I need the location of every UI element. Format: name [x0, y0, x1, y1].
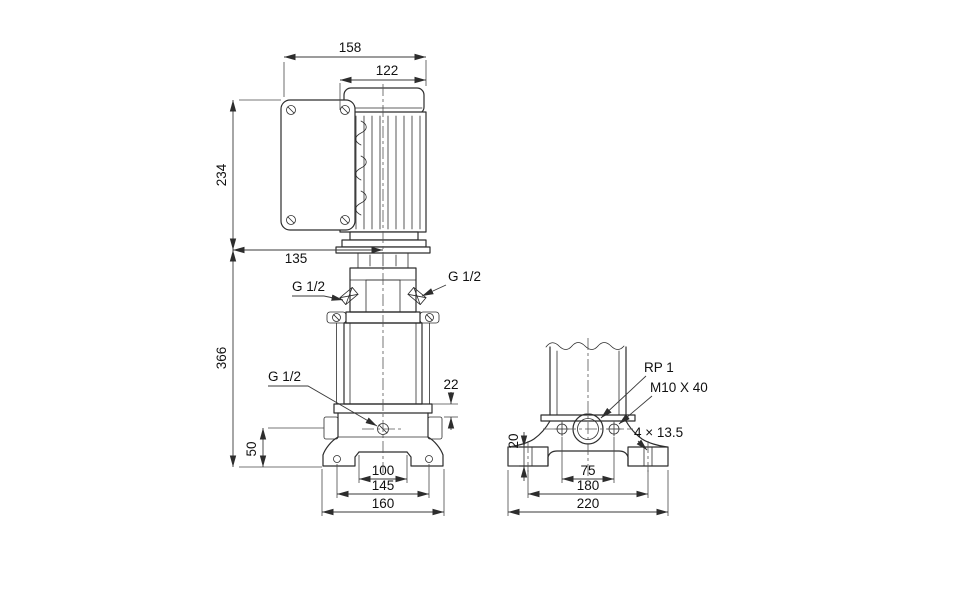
- dim-pump-height-value: 366: [214, 347, 229, 370]
- thread-label-text: RP 1: [644, 360, 674, 375]
- dim-port-offset-value: 22: [443, 377, 458, 392]
- foot-left: [322, 436, 360, 467]
- motor-fan-cover: [343, 87, 425, 115]
- drain-label-text: G 1/2: [268, 369, 301, 384]
- dim-hole-spacing-value: 180: [577, 478, 600, 493]
- port-label-left-text: G 1/2: [292, 279, 325, 294]
- terminal-box: [280, 99, 356, 231]
- dim-234: 234: [214, 99, 281, 250]
- dim-pad-height-value: 20: [506, 433, 521, 448]
- holes-label-text: 4 × 13.5: [634, 425, 683, 440]
- discharge-chamber-right: [427, 416, 443, 440]
- dim-top-width-value: 158: [339, 40, 362, 55]
- dim-180: 180: [527, 470, 649, 498]
- left-view: 158 122 234 135 366 50: [214, 40, 481, 516]
- foot-hole-right: [425, 455, 433, 463]
- vent-plug-right: [407, 287, 427, 305]
- dim-base-width-value: 220: [577, 496, 600, 511]
- dim-160: 160: [321, 469, 445, 516]
- vent-plug-left: [339, 287, 359, 305]
- dim-50: 50: [244, 427, 324, 467]
- dim-base-inner-value: 100: [372, 463, 395, 478]
- dim-220: 220: [507, 470, 669, 516]
- shoulder-left: [508, 420, 551, 448]
- suction-chamber-left: [323, 416, 339, 440]
- port-label-right-text: G 1/2: [448, 269, 481, 284]
- dim-swing-value: 135: [285, 251, 308, 266]
- port-label-left: G 1/2: [292, 279, 344, 301]
- dim-base-bolts-value: 145: [372, 478, 395, 493]
- foot-right: [406, 436, 444, 467]
- dim-motor-width-value: 122: [376, 63, 399, 78]
- pipe-column: [545, 342, 627, 416]
- foot-hole-left: [333, 455, 341, 463]
- dim-122: 122: [339, 63, 426, 110]
- cable-gland-squiggles: [355, 120, 367, 216]
- dim-inlet-height-value: 50: [244, 441, 259, 456]
- dim-145: 145: [336, 464, 430, 498]
- terminal-box-screws: [286, 105, 350, 225]
- dim-motor-height-value: 234: [214, 163, 229, 186]
- motor-flange-lower: [341, 239, 427, 248]
- dim-20: 20: [506, 432, 528, 481]
- drain-label: G 1/2: [268, 369, 378, 427]
- shoulder-right: [625, 420, 668, 448]
- dim-158: 158: [283, 40, 427, 97]
- stand-top-flange: [540, 414, 636, 422]
- dim-bolt-spacing-value: 75: [580, 463, 595, 478]
- motor-flange-upper: [349, 231, 419, 241]
- motor: [280, 87, 431, 254]
- dim-135: 135: [233, 246, 383, 266]
- dim-base-outer-value: 160: [372, 496, 395, 511]
- right-view: 20 75 180 220 RP 1 M10 X 40: [506, 338, 708, 516]
- holes-label: 4 × 13.5: [634, 425, 683, 451]
- dim-366: 366: [214, 250, 322, 468]
- dim-22: 22: [432, 377, 459, 430]
- port-label-right: G 1/2: [421, 269, 481, 297]
- bolt-label-text: M10 X 40: [650, 380, 708, 395]
- dim-75: 75: [561, 437, 615, 483]
- thread-label: RP 1: [600, 360, 674, 419]
- bolt-label: M10 X 40: [618, 380, 708, 425]
- dim-100: 100: [358, 455, 408, 483]
- break-line: [545, 342, 625, 350]
